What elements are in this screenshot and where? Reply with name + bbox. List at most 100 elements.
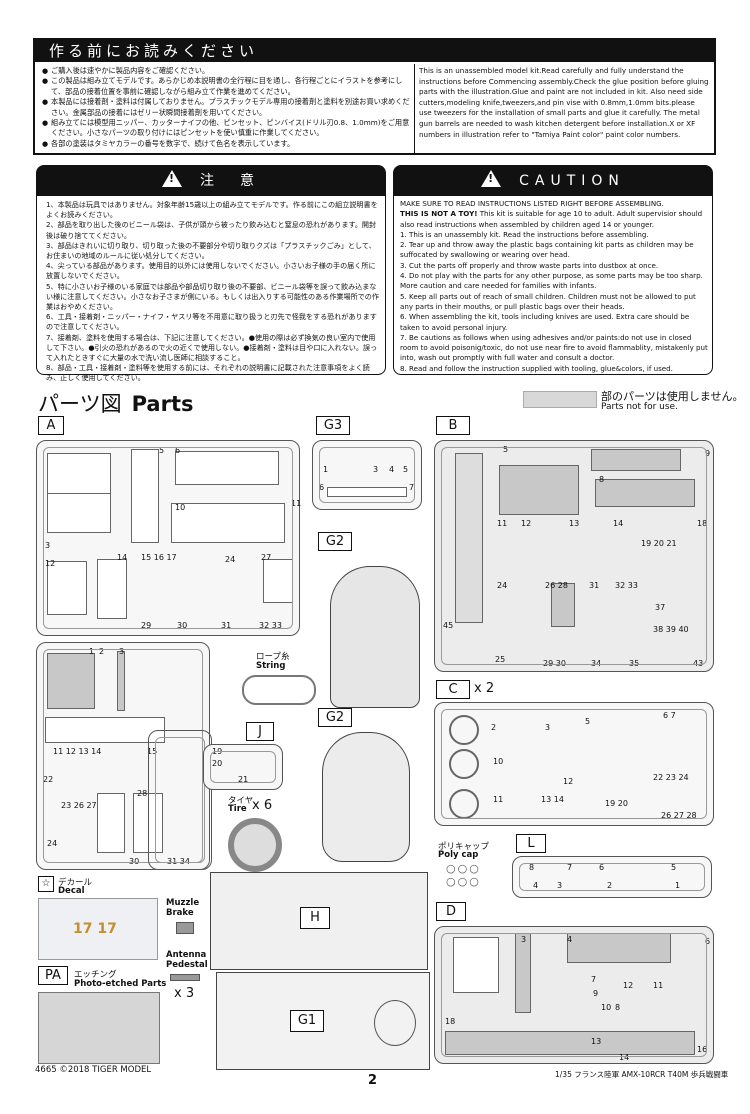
caution-jp-line: 8、部品・工具・接着剤・塗料等を使用する前には、それぞれの説明書に記載された注意… [46, 363, 370, 383]
part-g3-row [327, 487, 407, 497]
part-b1 [455, 453, 483, 623]
polycap-jp: ポリキャップ [438, 842, 490, 852]
part-a6 [175, 451, 279, 485]
caution-en-line: 6. When assembling the kit, tools includ… [400, 312, 690, 332]
parts-title-jp: パーツ図 [38, 392, 122, 416]
caution-en-toy: THIS IS NOT A TOY! This kit is suitable … [400, 209, 708, 230]
intro-en-text: This is an unassembled model kit.Read ca… [419, 66, 709, 139]
part-a5 [131, 449, 159, 543]
label-g3: G3 [316, 416, 350, 435]
warning-icon: ! [481, 170, 502, 187]
decal-numbers: 17 17 [73, 921, 117, 937]
label-l: L [516, 834, 546, 853]
antenna-icon [170, 974, 200, 981]
antenna-qty: x 3 [174, 986, 195, 1001]
tire-en: Tire [228, 804, 247, 814]
caution-jp-line: 2、部品を取り出した後のビニール袋は、子供が頭から被ったり飲み込むと窒息の恐れが… [46, 220, 377, 240]
pe-en: Photo-etched Parts [74, 979, 167, 989]
decal-sheet: 17 17 [38, 898, 158, 960]
tire-icon [228, 818, 282, 872]
part-a27 [263, 559, 293, 603]
intro-box [33, 38, 716, 155]
muzzle-icon [176, 922, 194, 934]
string-coil [242, 675, 316, 705]
antenna-label: Antenna Pedestal [166, 950, 208, 970]
polycap-en: Poly cap [438, 850, 479, 860]
star-icon: ☆ [38, 876, 54, 892]
caution-en-line: 2. Tear up and throw away the plastic ba… [400, 240, 694, 260]
intro-jp-item: 組み立てには模型用ニッパー、カッターナイフの他、ピンセット、ピンバイス(ドリル刃… [42, 118, 412, 139]
caution-en-header: ! CAUTION [394, 166, 712, 196]
muzzle-label: Muzzle Brake [166, 898, 200, 918]
label-c: C [436, 680, 470, 699]
part-a10 [171, 503, 285, 543]
caution-en-line: 4. Do not play with the parts for any ot… [400, 271, 703, 291]
caution-en-box [393, 165, 713, 375]
caution-en-line: 5. Keep all parts out of reach of small … [400, 291, 696, 311]
wheel-icon [449, 715, 479, 745]
label-g2-bottom: G2 [318, 708, 352, 727]
page-number: 2 [368, 1073, 378, 1088]
label-d: D [436, 902, 466, 921]
caution-en-text: MAKE SURE TO READ INSTRUCTIONS LISTED RI… [400, 199, 708, 374]
parts-title-en: Parts [131, 392, 194, 416]
caution-jp-line: 5、特に小さいお子様のいる家庭では部品や部品切り取り後の不要部、ビニール袋等を誤… [46, 281, 379, 312]
part-a7 [45, 717, 165, 743]
part-d3 [515, 933, 531, 1013]
polycap-icon: ○○○○○○ [446, 862, 481, 888]
pe-jp: エッチング [74, 970, 117, 980]
caution-en-toy-rest: This kit is suitable for age 10 to adult… [400, 209, 703, 229]
caution-jp-header: !注 意 [37, 166, 385, 196]
part-g2-turret [322, 732, 410, 862]
caution-en-line: 3. Cut the parts off properly and throw … [400, 260, 659, 270]
caution-en-title: CAUTION [519, 173, 625, 189]
label-j: J [246, 722, 274, 741]
string-jp: ロープ糸 [256, 652, 290, 662]
part-a2 [47, 493, 111, 533]
caution-en-intro: MAKE SURE TO READ INSTRUCTIONS LISTED RI… [400, 199, 664, 208]
label-g2-top: G2 [318, 532, 352, 551]
hatch-icon [374, 1000, 416, 1046]
footer-right: 1/35 フランス陸軍 AMX-10RCR T40M 歩兵戦闘車 [555, 1070, 729, 1079]
not-used-swatch [523, 391, 597, 408]
part-a6b [117, 651, 125, 711]
tire-jp: タイヤ [228, 796, 254, 806]
label-g1: G1 [290, 1010, 324, 1032]
label-pa: PA [38, 966, 68, 985]
caution-jp-line: 1、本製品は玩具ではありません。対象年齢15歳以上の組み立てモデルです。作る前に… [46, 200, 378, 220]
not-used-jp: 部のパーツは使用しません。 [601, 390, 744, 403]
part-a1b [47, 653, 95, 709]
label-a: A [38, 416, 64, 435]
wheel-icon [449, 749, 479, 779]
label-h: H [300, 907, 330, 929]
caution-en-line: 1. This is an unassembly kit. Read the i… [400, 229, 649, 239]
part-a26 [97, 793, 125, 853]
part-b5 [499, 465, 579, 515]
part-a1 [47, 453, 111, 495]
part-d4 [567, 933, 671, 963]
decal-jp: デカール [58, 878, 93, 888]
decal-en: Decal [58, 886, 85, 896]
part-a12 [47, 561, 87, 615]
caution-jp-line: 4、尖っている部品があります。使用目的以外には使用しないでください。小さいお子様… [46, 261, 376, 281]
caution-jp-box [36, 165, 386, 375]
intro-divider [414, 64, 415, 153]
label-b: B [436, 416, 470, 435]
caution-jp-title: 注 意 [200, 173, 260, 189]
part-g2-hull-top [330, 566, 420, 708]
photo-etched-fret [38, 992, 160, 1064]
tire-qty: x 6 [252, 798, 273, 813]
part-b28 [551, 583, 575, 627]
caution-en-toy-bold: THIS IS NOT A TOY! [400, 209, 478, 219]
footer-left: 4665 ©2018 TIGER MODEL [35, 1065, 152, 1075]
part-b7 [591, 449, 681, 471]
intro-jp-item: 本製品には接着剤・塗料は付属しておりません。プラスチックモデル専用の接着剤と塗料… [42, 97, 412, 118]
part-d1 [453, 937, 499, 993]
